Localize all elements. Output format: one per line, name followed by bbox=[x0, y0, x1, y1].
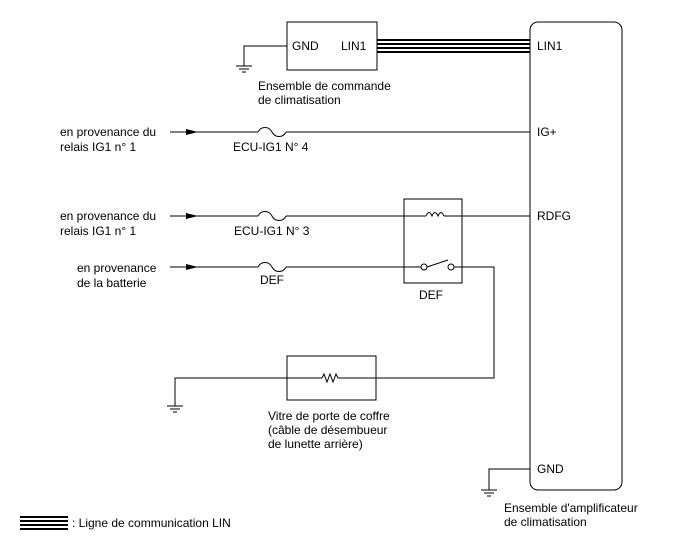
relay-contact-icon bbox=[420, 263, 428, 271]
def-relay: DEF bbox=[403, 198, 463, 302]
amplifier-assembly: LIN1 IG+ RDFG GND Ensemble d'amplificate… bbox=[504, 21, 638, 529]
defogger-name-line2: (câble de désembueur bbox=[268, 423, 387, 437]
fuse-icon bbox=[257, 211, 287, 221]
input-battery-circuit: en provenance de la batterie DEF bbox=[77, 259, 495, 379]
lin-bus bbox=[377, 39, 530, 53]
amplifier-name-line2: de climatisation bbox=[504, 515, 587, 529]
def-relay-label: DEF bbox=[419, 288, 443, 302]
ac-control-assembly: GND LIN1 Ensemble de commande de climati… bbox=[258, 21, 391, 107]
input-1-source-line2: relais IG1 n° 1 bbox=[60, 140, 136, 154]
input-2-source-line1: en provenance du bbox=[60, 209, 156, 223]
ac-control-gnd-pin: GND bbox=[292, 39, 319, 53]
arrow-icon bbox=[186, 129, 198, 135]
defogger-element: Vitre de porte de coffre (câble de désem… bbox=[167, 355, 390, 451]
fuse-ecu-ig1-no4-label: ECU-IG1 N° 4 bbox=[233, 140, 309, 154]
arrow-icon bbox=[186, 264, 198, 270]
amplifier-pin-rdfg: RDFG bbox=[537, 209, 571, 223]
ac-control-name-line2: de climatisation bbox=[258, 93, 341, 107]
fuse-def-label: DEF bbox=[260, 273, 284, 287]
input-3-source-line1: en provenance bbox=[77, 261, 157, 275]
fuse-icon bbox=[257, 262, 287, 272]
legend: : Ligne de communication LIN bbox=[20, 516, 231, 530]
resistor-icon bbox=[321, 372, 339, 384]
legend-text: : Ligne de communication LIN bbox=[72, 516, 231, 530]
amplifier-ground bbox=[481, 468, 530, 497]
relay-switch-icon bbox=[426, 259, 449, 268]
input-1-source-line1: en provenance du bbox=[60, 125, 156, 139]
input-ig-circuit-1: en provenance du relais IG1 n° 1 ECU-IG1… bbox=[60, 125, 530, 154]
ac-control-ground bbox=[236, 45, 287, 73]
ac-control-ground-wire bbox=[243, 45, 287, 66]
fuse-ecu-ig1-no3-label: ECU-IG1 N° 3 bbox=[234, 224, 310, 238]
input-3-source-line2: de la batterie bbox=[77, 276, 147, 290]
ac-control-lin-pin: LIN1 bbox=[341, 39, 367, 53]
fuse-icon bbox=[257, 127, 287, 137]
amplifier-pin-ig: IG+ bbox=[537, 125, 557, 139]
amplifier-box bbox=[529, 21, 623, 491]
ac-control-name-line1: Ensemble de commande bbox=[258, 79, 391, 93]
amplifier-name-line1: Ensemble d'amplificateur bbox=[504, 501, 638, 515]
defogger-name-line3: de lunette arrière) bbox=[268, 437, 363, 451]
input-2-source-line2: relais IG1 n° 1 bbox=[60, 224, 136, 238]
defogger-name-line1: Vitre de porte de coffre bbox=[268, 409, 390, 423]
arrow-icon bbox=[186, 213, 198, 219]
amplifier-pin-lin1: LIN1 bbox=[537, 39, 563, 53]
def-relay-box bbox=[403, 198, 463, 284]
input-ig-circuit-2: en provenance du relais IG1 n° 1 ECU-IG1… bbox=[60, 209, 530, 238]
amplifier-pin-gnd: GND bbox=[537, 462, 564, 476]
relay-coil-icon bbox=[425, 212, 445, 218]
relay-contact-icon bbox=[447, 263, 455, 271]
